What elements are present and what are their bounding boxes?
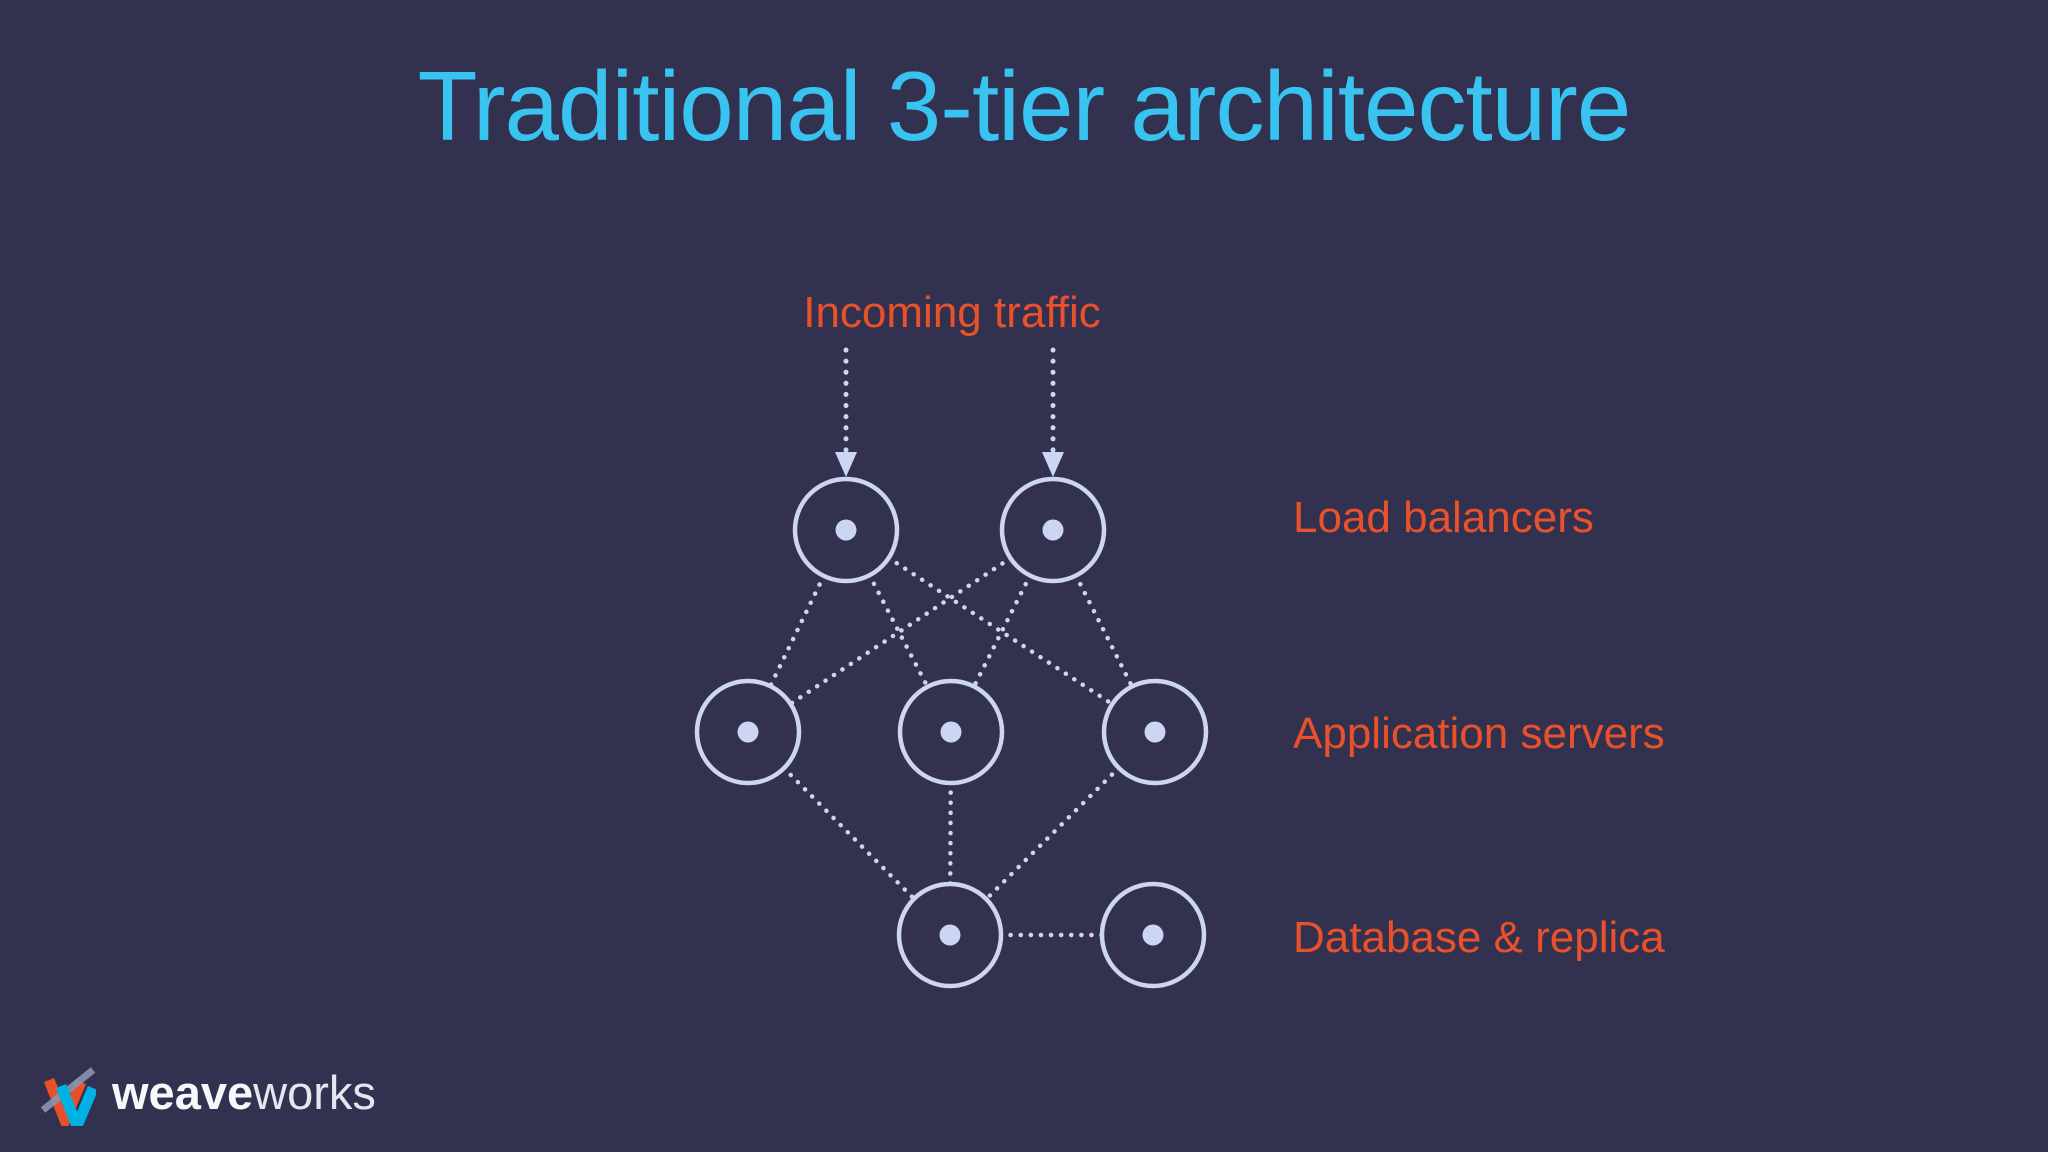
traffic-arrow-left-icon [835, 347, 857, 477]
page-title: Traditional 3-tier architecture [417, 51, 1632, 161]
edge-lb1-as3 [843, 527, 1158, 735]
incoming-traffic-label: Incoming traffic [803, 288, 1101, 337]
node-database-replica [1099, 881, 1207, 989]
edge-lb2-as1 [745, 527, 1056, 735]
node-app-server-2 [897, 678, 1005, 786]
brand-text: weaveworks [112, 1065, 376, 1120]
brand-text-weave: weave [112, 1065, 254, 1119]
edge-as2-db1 [947, 729, 954, 938]
tier-label-application-servers: Application servers [1293, 709, 1665, 758]
weaveworks-logo-icon [40, 1067, 96, 1126]
traffic-arrow-right-icon [1042, 347, 1064, 477]
edge-as1-db1 [745, 729, 953, 938]
node-load-balancer-2 [999, 476, 1107, 584]
tier-label-database-replica: Database & replica [1293, 913, 1665, 962]
brand-text-works: works [253, 1065, 376, 1119]
edge-lb1-as1 [745, 527, 849, 735]
edge-lb2-as2 [948, 527, 1056, 735]
node-load-balancer-1 [792, 476, 900, 584]
edge-lb2-as3 [1050, 527, 1158, 735]
node-database-primary [896, 881, 1004, 989]
weaveworks-logo: weaveworks [40, 1058, 376, 1126]
node-app-server-1 [694, 678, 802, 786]
tier-label-load-balancers: Load balancers [1293, 493, 1594, 542]
node-app-server-3 [1101, 678, 1209, 786]
